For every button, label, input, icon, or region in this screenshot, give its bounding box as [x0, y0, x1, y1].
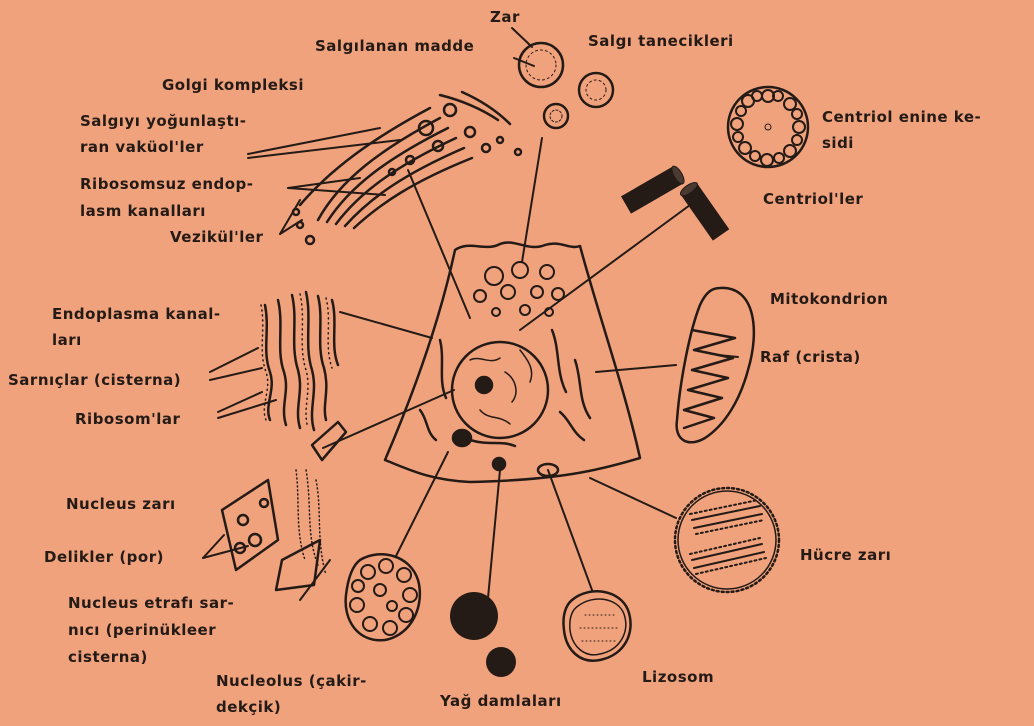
label-vezikuller: Vezikül'ler [170, 226, 263, 248]
fat-droplets [450, 592, 516, 677]
label-yag-damlalari: Yağ damlaları [440, 690, 562, 712]
endoplasmic-reticulum [261, 292, 338, 430]
mitochondrion [677, 288, 754, 442]
label-lizosom: Lizosom [642, 666, 714, 688]
label-nucleolus-2: dekçik) [216, 696, 281, 718]
label-salgilanan-madde: Salgılanan madde [315, 35, 474, 57]
label-ribosomsuz-1: Ribosomsuz endop- [80, 173, 254, 195]
label-sarniclar: Sarnıçlar (cisterna) [8, 369, 181, 391]
label-ribosomsuz-2: lasm kanalları [80, 200, 206, 222]
label-delikler: Delikler (por) [44, 546, 164, 568]
label-salgiyi-yogunlastiran-1: Salgıyı yoğunlaştı- [80, 110, 247, 132]
label-hucre-zari: Hücre zarı [800, 544, 891, 566]
label-ribosomlar: Ribosom'lar [75, 408, 180, 430]
label-nucleus-etrafi-1: Nucleus etrafı sar- [68, 592, 234, 614]
nucleolus-enlarged [346, 554, 420, 640]
label-centriol-enine-1: Centriol enine ke- [822, 106, 981, 128]
cell-body [385, 242, 640, 482]
label-nucleus-etrafi-3: cisterna) [68, 646, 148, 668]
label-nucleus-etrafi-2: nıcı (perinükleer [68, 619, 216, 641]
label-raf: Raf (crista) [760, 346, 861, 368]
label-zar: Zar [490, 6, 520, 28]
label-nucleolus-1: Nucleolus (çakir- [216, 670, 367, 692]
leader-lines [203, 28, 738, 600]
label-endoplasma-2: ları [52, 329, 82, 351]
label-centriol-enine-2: sidi [822, 132, 854, 154]
golgi-complex [293, 92, 521, 244]
label-golgi-kompleksi: Golgi kompleksi [162, 74, 304, 96]
label-centrioller: Centriol'ler [763, 188, 863, 210]
centriole-cross-section [728, 87, 808, 167]
label-salgiyi-yogunlastiran-2: ran vaküol'ler [80, 136, 204, 158]
lysosome [563, 591, 630, 660]
secretion-granules [519, 43, 613, 128]
label-nucleus-zari: Nucleus zarı [66, 493, 176, 515]
label-salgi-tanecikleri: Salgı tanecikleri [588, 30, 734, 52]
label-endoplasma-1: Endoplasma kanal- [52, 303, 221, 325]
label-mitokondrion: Mitokondrion [770, 288, 888, 310]
centrioles [621, 164, 729, 240]
cell-membrane-enlarged [675, 488, 779, 592]
